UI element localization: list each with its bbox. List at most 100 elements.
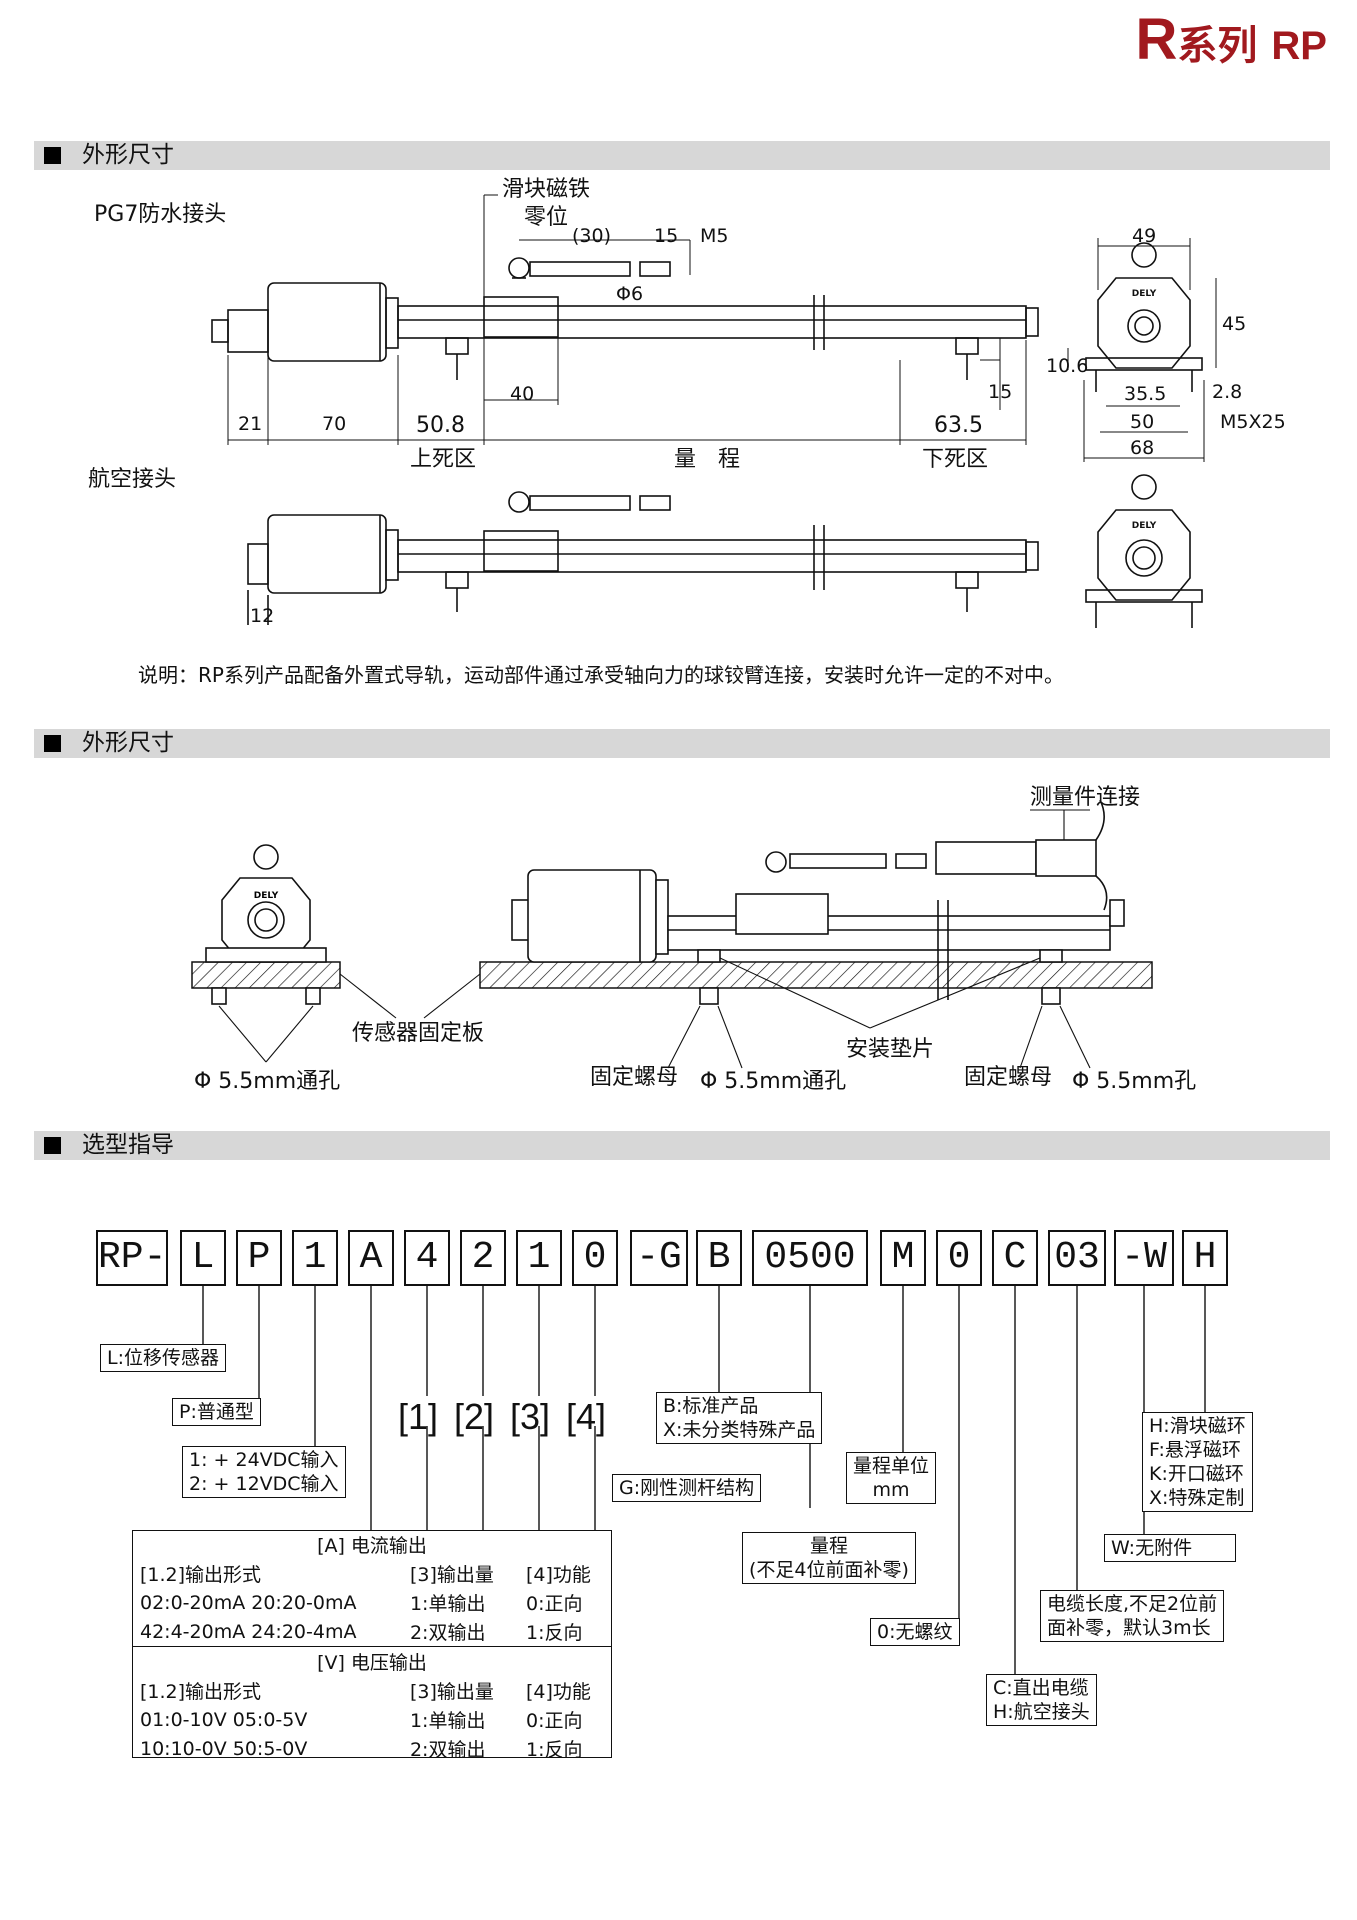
table-row: 42:4-20mA 24:20-4mA 2:双输出 1:反向 xyxy=(132,1617,612,1647)
section-bar-dimensions-1: 外形尺寸 xyxy=(34,141,1330,170)
table-row: 01:0-10V 05:0-5V 1:单输出 0:正向 xyxy=(132,1705,612,1734)
table-cell: 1:单输出 xyxy=(409,1593,486,1615)
hole-through-left-label: Φ 5.5mm通孔 xyxy=(194,1069,340,1094)
dim-70: 70 xyxy=(322,413,346,435)
code-box-p: P xyxy=(236,1230,282,1286)
desc-cable-length: 电缆长度,不足2位前 面补零，默认3m长 xyxy=(1040,1590,1225,1642)
desc-m-mm: mm xyxy=(872,1479,910,1501)
desc-input-12v: 2: + 12VDC输入 xyxy=(189,1473,339,1495)
bracket-3: [3] xyxy=(510,1396,551,1437)
end-dim-35-5: 35.5 xyxy=(1124,383,1166,405)
dim-m5: M5 xyxy=(700,225,728,247)
dim-30: (30) xyxy=(572,225,611,247)
table-cell: 0:正向 xyxy=(526,1593,583,1615)
desc-cable-direct: C:直出电缆 xyxy=(993,1677,1089,1699)
slider-magnet-label: 滑块磁铁 xyxy=(502,177,590,202)
desc-magnet: H:滑块磁环 F:悬浮磁环 K:开口磁环 X:特殊定制 xyxy=(1142,1412,1253,1512)
ball-joint xyxy=(508,257,530,279)
section-square-icon xyxy=(44,735,61,752)
desc-m: 量程单位 mm xyxy=(846,1452,937,1504)
aviation-label: 航空接头 xyxy=(88,467,176,492)
measure-connect-label: 测量件连接 xyxy=(1030,785,1140,810)
col-output-form: [1.2]输出形式 xyxy=(140,1564,262,1586)
dim-phi6: Φ6 xyxy=(616,283,643,305)
desc-cable-aviation: H:航空接头 xyxy=(993,1701,1090,1723)
slider-block xyxy=(483,296,559,338)
col-function: [4]功能 xyxy=(526,1564,591,1586)
bracket-2: [2] xyxy=(454,1396,495,1437)
brand-label: DELY xyxy=(1132,289,1157,299)
desc-accessory: W:无附件 xyxy=(1104,1534,1236,1562)
code-box-m: M xyxy=(880,1230,926,1286)
section-bar-selection: 选型指导 xyxy=(34,1131,1330,1160)
current-output-title: [A] 电流输出 xyxy=(317,1535,427,1557)
sensor-plate-right xyxy=(479,961,1153,989)
sensor-plate-label: 传感器固定板 xyxy=(352,1021,484,1046)
desc-b-special: X:未分类特殊产品 xyxy=(663,1419,816,1441)
series-letter: R xyxy=(1135,7,1178,72)
col-output-form: [1.2]输出形式 xyxy=(140,1681,262,1703)
table-cell: 02:0-20mA 20:20-0mA xyxy=(140,1591,357,1614)
mount-washer-label: 安装垫片 xyxy=(846,1037,934,1062)
pg7-label: PG7防水接头 xyxy=(94,202,226,227)
desc-magnet-float: F:悬浮磁环 xyxy=(1149,1439,1241,1461)
table-cell: 42:4-20mA 24:20-4mA xyxy=(140,1620,357,1643)
table-row: 02:0-20mA 20:20-0mA 1:单输出 0:正向 xyxy=(132,1588,612,1617)
dim-40: 40 xyxy=(510,383,534,405)
code-box-1b: 1 xyxy=(516,1230,562,1286)
desc-cable-length-b: 面补零，默认3m长 xyxy=(1047,1617,1211,1639)
col-function: [4]功能 xyxy=(526,1681,591,1703)
desc-cable-length-a: 电缆长度,不足2位前 xyxy=(1047,1593,1218,1615)
table-row: 10:10-0V 50:5-0V 2:双输出 1:反向 xyxy=(132,1734,612,1763)
lower-dead-zone-label: 下死区 xyxy=(922,447,988,472)
hole-through-mid-label: Φ 5.5mm通孔 xyxy=(700,1069,846,1094)
sensor-plate-left xyxy=(191,961,341,989)
code-box-4: 4 xyxy=(404,1230,450,1286)
code-box-b: B xyxy=(696,1230,742,1286)
desc-input: 1: + 24VDC输入 2: + 12VDC输入 xyxy=(182,1446,346,1498)
table-cell: 2:双输出 xyxy=(409,1739,486,1761)
dim-63-5: 63.5 xyxy=(934,413,983,438)
table-cell: 1:反向 xyxy=(526,1739,583,1761)
end-dim-10-6: 10.6 xyxy=(1046,355,1088,377)
desc-b: B:标准产品 X:未分类特殊产品 xyxy=(656,1392,823,1444)
code-box-0: 0 xyxy=(572,1230,618,1286)
code-box-l: L xyxy=(180,1230,226,1286)
desc-range-note: (不足4位前面补零) xyxy=(749,1559,909,1581)
dim-15-top: 15 xyxy=(654,225,678,247)
output-spec-table: [A] 电流输出 [1.2]输出形式 [3]输出量 [4]功能 02:0-20m… xyxy=(132,1530,612,1763)
code-box-rp: RP- xyxy=(96,1230,168,1286)
dim-21: 21 xyxy=(238,413,262,435)
table-cell: 2:双输出 xyxy=(409,1622,486,1644)
code-box-w: -W xyxy=(1114,1230,1174,1286)
dim-12: 12 xyxy=(250,605,274,627)
pg7-gland xyxy=(211,319,229,343)
table-cell: 1:反向 xyxy=(526,1622,583,1644)
code-box-2: 2 xyxy=(460,1230,506,1286)
end-dim-45: 45 xyxy=(1222,313,1246,335)
hole-right-label: Φ 5.5mm孔 xyxy=(1072,1069,1196,1094)
series-word: 系列 xyxy=(1177,23,1258,69)
stroke-label: 量 程 xyxy=(674,447,740,472)
desc-p: P:普通型 xyxy=(172,1398,261,1426)
aviation-variant xyxy=(247,474,1203,628)
code-box-1: 1 xyxy=(292,1230,338,1286)
pg7-nut xyxy=(227,309,269,353)
rail-body xyxy=(397,305,1027,339)
section-title: 外形尺寸 xyxy=(82,730,174,756)
desc-magnet-open: K:开口磁环 xyxy=(1149,1463,1244,1485)
output-spec-table-frame xyxy=(132,1530,612,1758)
section-title: 选型指导 xyxy=(82,1132,174,1158)
upper-dead-zone-label: 上死区 xyxy=(410,447,476,472)
desc-g: G:刚性测杆结构 xyxy=(612,1474,762,1502)
end-dim-49: 49 xyxy=(1132,225,1156,247)
desc-range-title: 量程 xyxy=(809,1535,848,1557)
dim-15-side: 15 xyxy=(988,381,1012,403)
code-box-h: H xyxy=(1182,1230,1228,1286)
section-title: 外形尺寸 xyxy=(82,142,174,168)
end-dim-68: 68 xyxy=(1130,437,1154,459)
brand-label-2: DELY xyxy=(1132,521,1157,531)
fix-nut-1-label: 固定螺母 xyxy=(590,1065,678,1090)
table-cell: 1:单输出 xyxy=(409,1710,486,1732)
